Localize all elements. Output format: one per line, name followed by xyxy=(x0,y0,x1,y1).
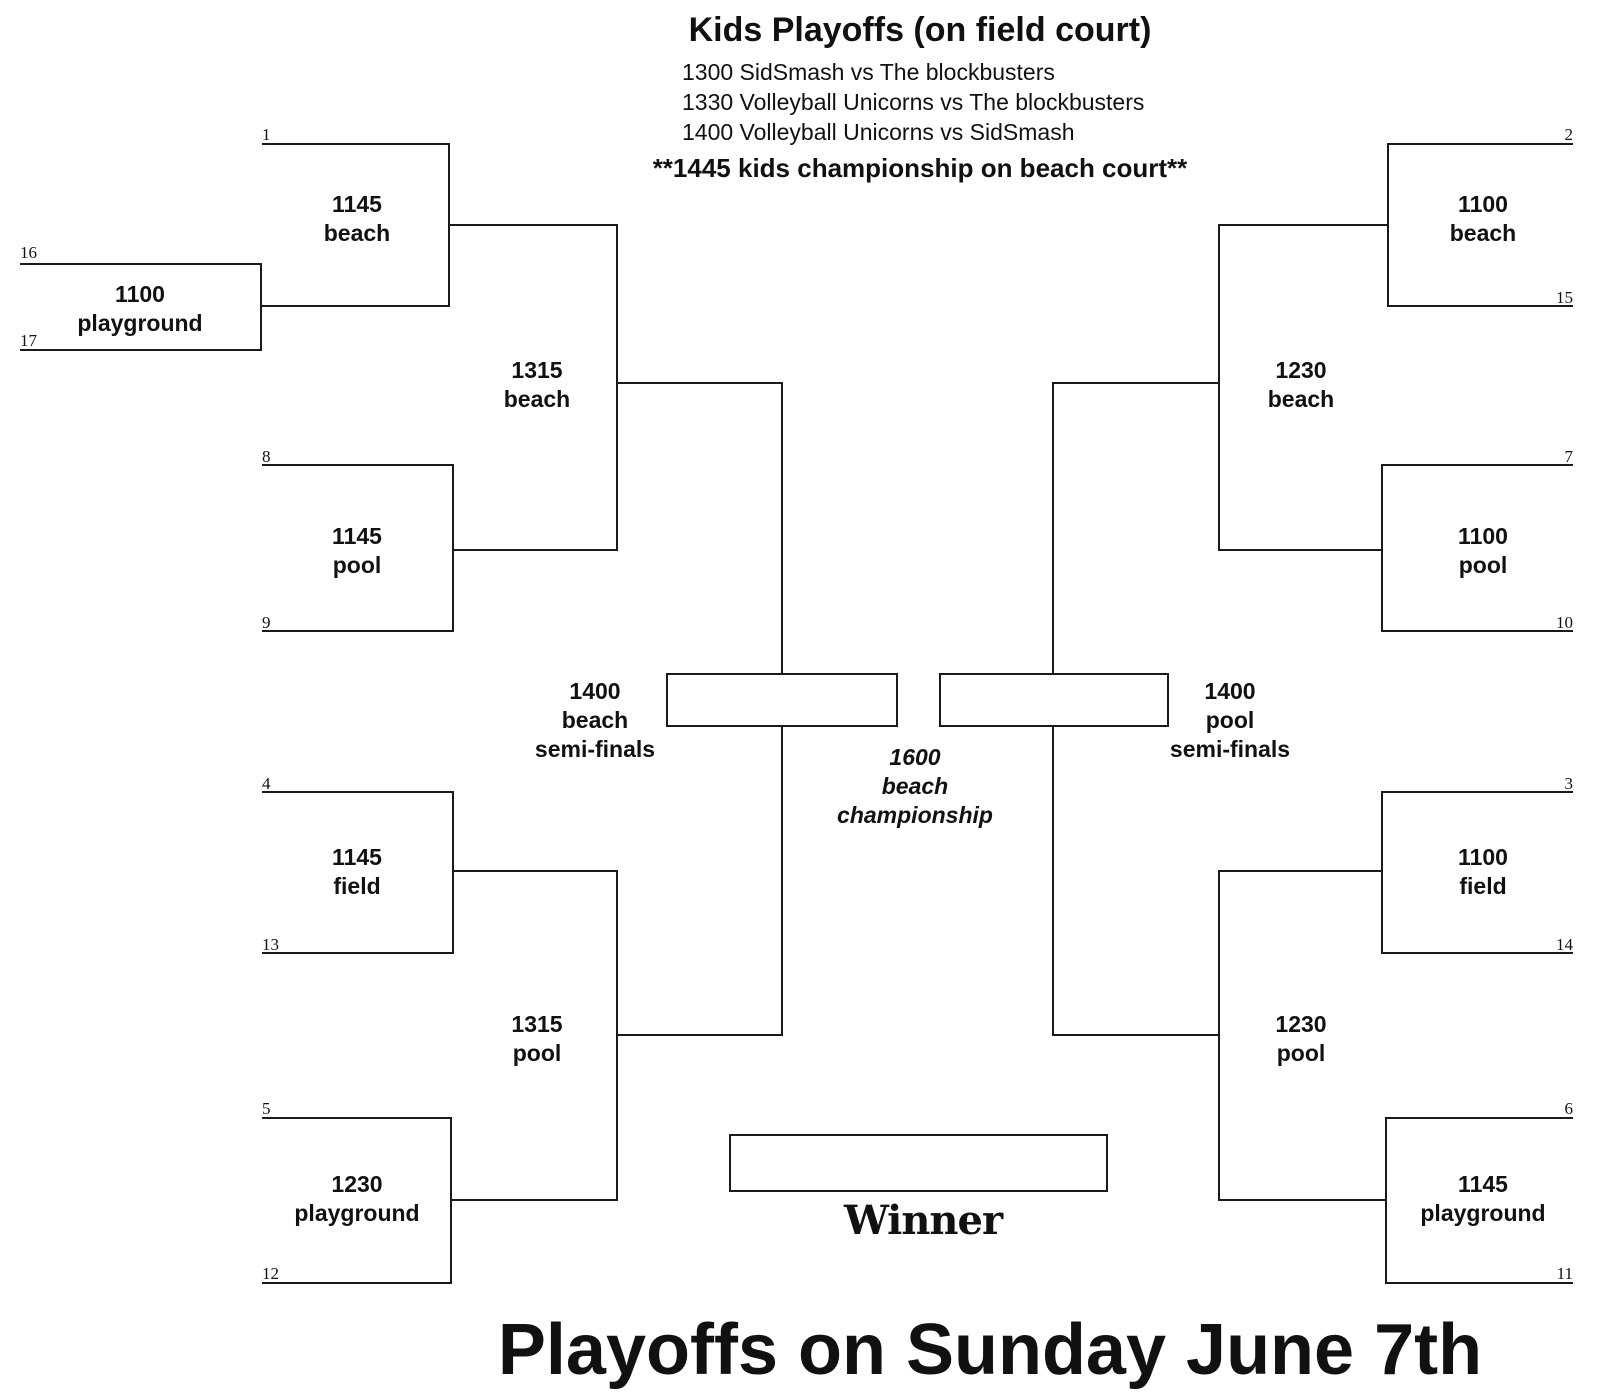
kids-schedule-line: 1400 Volleyball Unicorns vs SidSmash xyxy=(682,119,1075,145)
bracket-line-right-r1-low xyxy=(1381,791,1573,954)
match-round: championship xyxy=(837,802,993,828)
seed-5: 5 xyxy=(262,1099,271,1118)
winner-label: Winner xyxy=(843,1197,1003,1244)
bracket-line-right-r1-mid xyxy=(1381,464,1573,632)
bracket-line-left-semi-top xyxy=(617,382,783,674)
match-time: 1145 xyxy=(332,191,382,217)
match-court: beach xyxy=(881,773,949,799)
match-label-left-r1-low: 1145 field xyxy=(277,843,437,901)
match-label-right-semi: 1400 pool semi-finals xyxy=(1145,677,1315,764)
match-court: playground xyxy=(77,310,203,336)
seed-7: 7 xyxy=(1564,447,1574,466)
match-time: 1230 xyxy=(1275,357,1327,383)
match-label-left-r1-mid: 1145 pool xyxy=(277,522,437,580)
match-court: beach xyxy=(561,707,629,733)
match-time: 1145 xyxy=(332,844,382,870)
seed-16: 16 xyxy=(20,243,37,262)
match-label-left-r2-top: 1315 beach xyxy=(462,356,612,414)
seed-12: 12 xyxy=(262,1264,279,1283)
seed-10: 10 xyxy=(1556,613,1573,632)
match-time: 1100 xyxy=(1458,191,1508,217)
match-time: 1315 xyxy=(511,357,563,383)
match-court: playground xyxy=(1420,1200,1546,1226)
match-court: pool xyxy=(332,552,382,578)
match-label-right-r2-bottom: 1230 pool xyxy=(1221,1010,1381,1068)
bracket-line-right-r2-top xyxy=(1218,224,1388,551)
match-time: 1315 xyxy=(511,1011,563,1037)
seed-11: 11 xyxy=(1556,1264,1573,1283)
winner-box xyxy=(729,1134,1108,1192)
match-label-right-r1-bottom: 1145 playground xyxy=(1393,1170,1573,1228)
match-court: beach xyxy=(1267,386,1335,412)
bracket-line-left-r2-top xyxy=(449,224,618,551)
match-time: 1400 xyxy=(569,678,621,704)
bracket-line-left-r1-low xyxy=(262,791,454,954)
match-court: pool xyxy=(1276,1040,1326,1066)
match-court: beach xyxy=(323,220,391,246)
seed-15: 15 xyxy=(1556,288,1573,307)
match-court: field xyxy=(333,873,381,899)
kids-schedule-line: 1330 Volleyball Unicorns vs The blockbus… xyxy=(682,89,1145,115)
match-label-left-semi: 1400 beach semi-finals xyxy=(515,677,675,764)
match-court: beach xyxy=(503,386,571,412)
match-label-right-r1-top: 1100 beach xyxy=(1403,190,1563,248)
seed-13: 13 xyxy=(262,935,279,954)
kids-playoffs-title: Kids Playoffs (on field court) xyxy=(688,11,1152,49)
match-round: semi-finals xyxy=(1169,736,1291,762)
match-label-right-r2-top: 1230 beach xyxy=(1221,356,1381,414)
bracket-line-left-r1-mid xyxy=(262,464,454,632)
seed-6: 6 xyxy=(1564,1099,1574,1118)
match-label-left-r1-bottom: 1230 playground xyxy=(267,1170,447,1228)
match-time: 1400 xyxy=(1204,678,1256,704)
championship-label: 1600 beach championship xyxy=(815,743,1015,830)
seed-3: 3 xyxy=(1564,774,1574,793)
semi-final-box-right xyxy=(939,673,1169,727)
bracket-line-right-semi-top xyxy=(1052,382,1219,674)
semi-final-box-left xyxy=(666,673,898,727)
match-time: 1145 xyxy=(332,523,382,549)
seed-4: 4 xyxy=(262,774,271,793)
match-court: pool xyxy=(1458,552,1508,578)
match-round: semi-finals xyxy=(534,736,656,762)
seed-8: 8 xyxy=(262,447,271,466)
seed-2: 2 xyxy=(1564,125,1574,144)
match-court: pool xyxy=(1205,707,1255,733)
match-time: 1145 xyxy=(1458,1171,1508,1197)
match-court: beach xyxy=(1449,220,1517,246)
match-label-left-r1-top: 1145 beach xyxy=(277,190,437,248)
bracket-line-left-semi-bottom xyxy=(617,726,783,1036)
match-court: field xyxy=(1459,873,1507,899)
seed-9: 9 xyxy=(262,613,271,632)
footer-title: Playoffs on Sunday June 7th xyxy=(497,1310,1483,1390)
seed-14: 14 xyxy=(1556,935,1573,954)
match-label-left-play-in: 1100 playground xyxy=(40,280,240,338)
seed-17: 17 xyxy=(20,331,37,350)
seed-1: 1 xyxy=(262,125,271,144)
match-label-left-r2-bottom: 1315 pool xyxy=(462,1010,612,1068)
bracket-line-right-semi-bottom xyxy=(1052,726,1219,1036)
match-time: 1100 xyxy=(1458,844,1508,870)
kids-schedule-line: 1300 SidSmash vs The blockbusters xyxy=(682,59,1055,85)
match-time: 1100 xyxy=(115,281,165,307)
match-label-right-r1-low: 1100 field xyxy=(1403,843,1563,901)
match-time: 1600 xyxy=(889,744,941,770)
match-time: 1100 xyxy=(1458,523,1508,549)
match-court: playground xyxy=(294,1200,420,1226)
match-label-right-r1-mid: 1100 pool xyxy=(1403,522,1563,580)
match-time: 1230 xyxy=(331,1171,383,1197)
match-time: 1230 xyxy=(1275,1011,1327,1037)
match-court: pool xyxy=(512,1040,562,1066)
kids-championship-note: **1445 kids championship on beach court*… xyxy=(652,153,1188,183)
bracket-line-left-play-in xyxy=(20,263,262,351)
